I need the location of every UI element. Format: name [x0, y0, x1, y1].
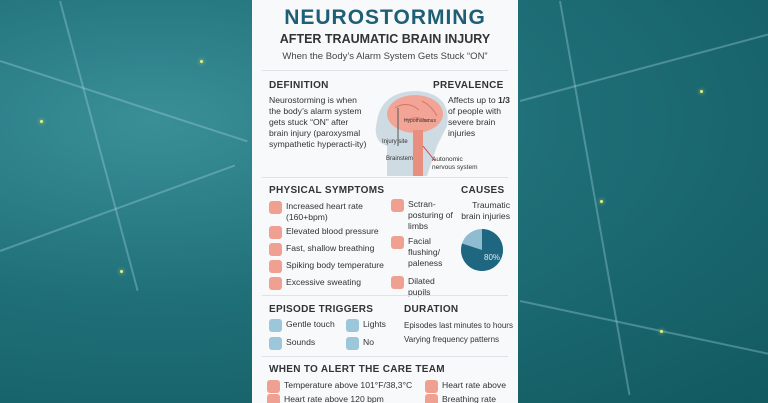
brain-label-top: Hypothalamus: [404, 118, 436, 124]
droplet-icon: [269, 277, 282, 290]
definition-text: Neurostorming is when the body’s alarm s…: [269, 95, 367, 149]
brain-label-injury: Injury site: [382, 139, 408, 145]
symptom-item: Spiking body temperature: [286, 260, 384, 270]
alert-item: Heart rate above 120 bpm: [284, 394, 384, 403]
lightbulb-icon: [346, 319, 359, 332]
trigger-item: Gentle touch: [286, 319, 335, 329]
thermometer-icon: [269, 260, 282, 273]
causes-pie: 80%: [461, 229, 503, 271]
alert-heading: WHEN TO ALERT THE CARE TEAM: [269, 364, 445, 375]
tagline: When the Body’s Alarm System Gets Stuck …: [282, 51, 488, 62]
brain-illustration: [375, 91, 448, 176]
lungs-icon: [425, 394, 438, 403]
symptom-item: Fast, shallow breathing: [286, 243, 375, 253]
duration-line-1: Episodes last minutes to hours: [404, 321, 513, 330]
heart-rate-icon: [267, 394, 280, 403]
title: NEUROSTORMING: [284, 6, 486, 29]
alert-item: Temperature above 101°F/38,3°C: [284, 380, 413, 390]
symptom-item: Dilated pupils: [408, 276, 435, 297]
heart-icon: [425, 380, 438, 393]
symptom-item: Excessive sweating: [286, 277, 361, 287]
symptoms-heading: PHYSICAL SYMPTOMS: [269, 185, 385, 196]
prevalence-heading: PREVALENCE: [433, 80, 504, 91]
brain-label-ans: Autonomic nervous system: [432, 156, 478, 171]
alert-item: Breathing rate: [442, 394, 496, 403]
duration-heading: DURATION: [404, 304, 459, 315]
alert-item: Heart rate above: [442, 380, 507, 390]
hand-icon: [269, 319, 282, 332]
subtitle: AFTER TRAUMATIC BRAIN INJURY: [279, 32, 491, 46]
prevalence-value: 1/3: [498, 95, 510, 105]
posture-icon: [391, 199, 404, 212]
definition-heading: DEFINITION: [269, 80, 329, 91]
symptom-item: Elevated blood pressure: [286, 226, 379, 236]
trigger-item: Sounds: [286, 337, 316, 347]
duration-line-2: Varying frequency patterns: [404, 335, 500, 344]
causes-heading: CAUSES: [461, 185, 505, 196]
speaker-icon: [269, 337, 282, 350]
eye-icon: [391, 276, 404, 289]
prevalence-text: Affects up to 1/3 of people with severe …: [448, 95, 512, 139]
heart-icon: [269, 201, 282, 214]
causes-label: Traumatic brain injuries: [461, 200, 510, 221]
brain-label-brainstem: Brainstem: [386, 156, 414, 162]
blood-pressure-icon: [269, 226, 282, 239]
symptom-item: Sctran-posturing of limbs: [408, 199, 453, 231]
symptom-item: Facial flushing/ paleness: [408, 236, 443, 268]
infographic-panel: NEUROSTORMING AFTER TRAUMATIC BRAIN INJU…: [252, 0, 518, 403]
prevalence-pre: Affects up to: [448, 95, 496, 105]
symptom-item: Increased heart rate (160+bpm): [286, 201, 363, 222]
lungs-icon: [269, 243, 282, 256]
trigger-item: No: [363, 337, 374, 347]
trigger-item: Lights: [363, 319, 386, 329]
prevalence-post: of people with severe brain injuries: [448, 106, 502, 138]
face-icon: [391, 236, 404, 249]
pie-percent-label: 80%: [484, 253, 500, 262]
triggers-heading: EPISODE TRIGGERS: [269, 304, 374, 315]
thermometer-icon: [267, 380, 280, 393]
glasses-icon: [346, 337, 359, 350]
pie-slice-main: [461, 229, 503, 271]
